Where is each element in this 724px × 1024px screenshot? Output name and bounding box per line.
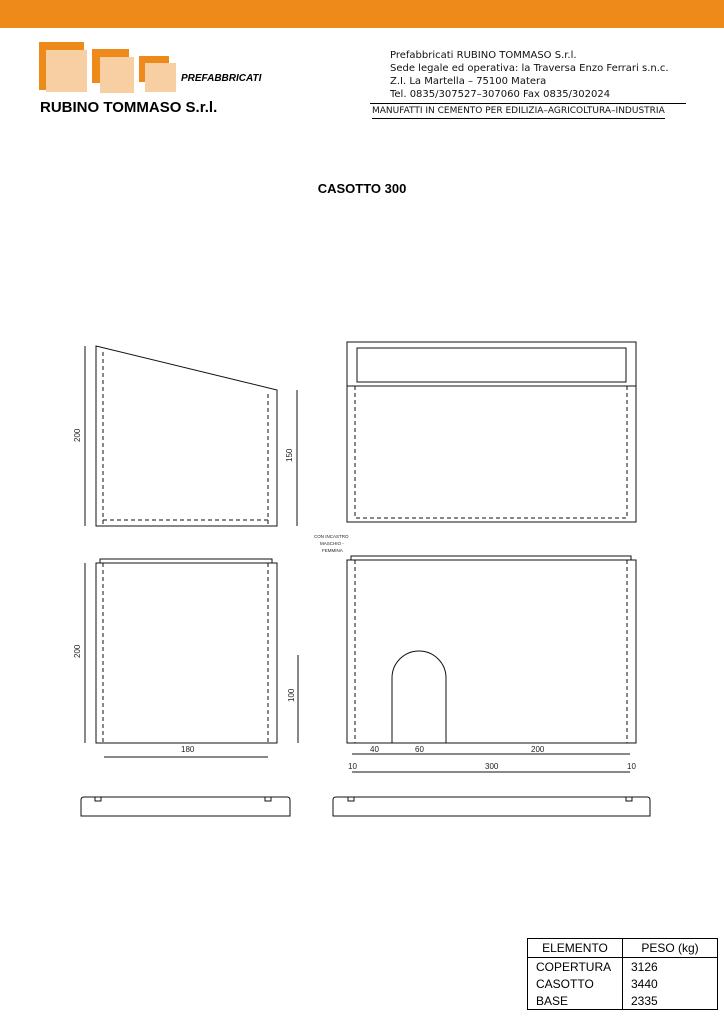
dim-label: 200 — [531, 745, 545, 754]
column-header: PESO (kg) — [622, 938, 718, 958]
slogan: MANUFATTI IN CEMENTO PER EDILIZIA–AGRICO… — [372, 105, 665, 119]
joint-note: CON INCASTRO MASCHIO - FEMMINA — [314, 534, 349, 553]
note-line: MASCHIO - — [320, 541, 344, 546]
company-name: RUBINO TOMMASO S.r.l. — [40, 99, 218, 116]
cell: 2335 — [622, 992, 718, 1010]
cell: 3126 — [622, 957, 718, 975]
dim-label: 60 — [415, 745, 424, 754]
note-line: CON INCASTRO — [314, 534, 349, 539]
side-view-bottom: 200 100 180 — [73, 558, 299, 758]
front-view-bottom: 40 60 200 10 300 10 — [346, 555, 637, 773]
dim-label: 200 — [73, 644, 82, 658]
cell: BASE — [527, 992, 623, 1010]
cell: COPERTURA — [527, 957, 623, 975]
address-line: Prefabbricati RUBINO TOMMASO S.r.l. — [390, 50, 577, 61]
address-line: Z.I. La Martella – 75100 Matera — [390, 76, 547, 87]
header-bar — [0, 0, 724, 28]
dim-label: 200 — [73, 428, 82, 442]
page-title: CASOTTO 300 — [317, 181, 407, 196]
dim-label: 10 — [627, 762, 636, 771]
dim-label: 180 — [181, 745, 195, 754]
door-arch — [391, 650, 447, 743]
side-view-top: 200 150 — [73, 345, 298, 527]
dim-label: 10 — [348, 762, 357, 771]
column-header: ELEMENTO — [527, 938, 623, 958]
address-block: Prefabbricati RUBINO TOMMASO S.r.l. Sede… — [390, 49, 669, 101]
cell: CASOTTO — [527, 975, 623, 992]
base-elements — [80, 796, 651, 817]
logo-tagline: PREFABBRICATI — [181, 73, 262, 84]
front-view-top — [346, 341, 637, 523]
table-header: ELEMENTO PESO (kg) — [527, 938, 718, 958]
dim-label: 300 — [485, 762, 499, 771]
note-line: FEMMINA — [322, 548, 343, 553]
dim-label: 40 — [370, 745, 379, 754]
address-line: Tel. 0835/307527–307060 Fax 0835/302024 — [390, 89, 611, 100]
cell: 3440 — [622, 975, 718, 992]
address-line: Sede legale ed operativa: la Traversa En… — [390, 63, 669, 74]
dim-label: 100 — [287, 688, 296, 702]
dim-label: 150 — [285, 448, 294, 462]
